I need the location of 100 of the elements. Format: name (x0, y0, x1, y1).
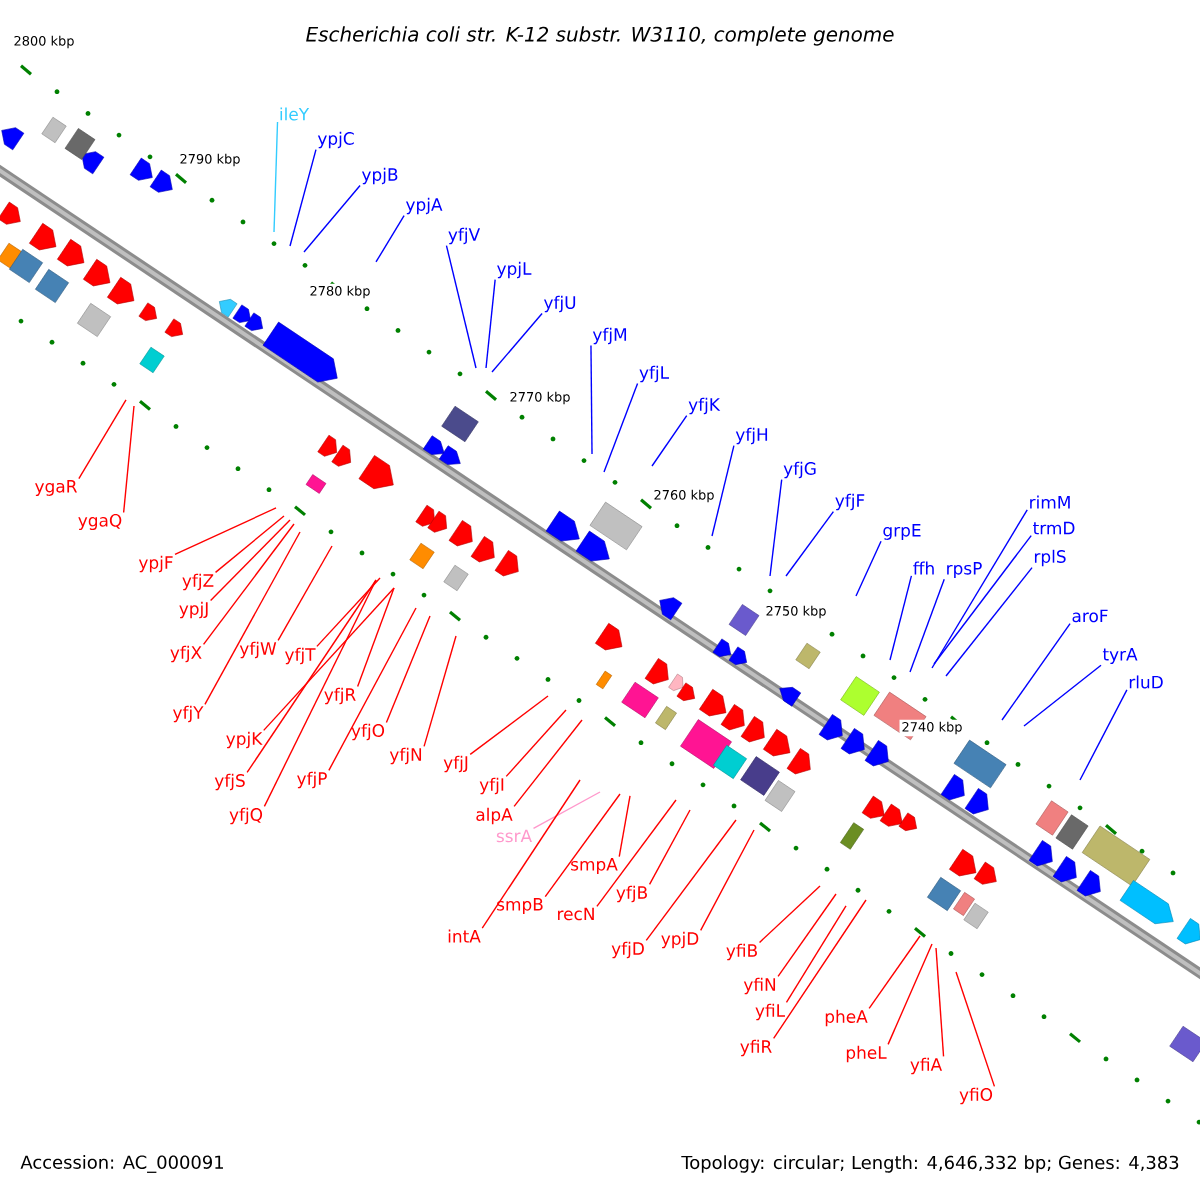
gene-label: ypjJ (179, 601, 208, 619)
leader-line (78, 399, 127, 480)
gene-label: aroF (1072, 609, 1108, 623)
gene-label: yfjH (735, 427, 768, 445)
gene-label: yfjY (173, 705, 204, 723)
gene-label: pheA (825, 1009, 868, 1027)
gene-label: yfjV (448, 227, 480, 245)
gene-label: ypjA (405, 197, 443, 215)
gene-label: ygaR (35, 480, 77, 496)
gene-label: yfiR (740, 1039, 772, 1057)
leader-line (645, 819, 737, 942)
leader-line (356, 587, 395, 688)
leader-line (855, 540, 882, 597)
leader-line (785, 510, 835, 577)
leader-line (955, 971, 996, 1088)
leader-line (933, 534, 1032, 665)
gene-label: yfjM (592, 327, 626, 345)
leader-line (1023, 664, 1102, 727)
leader-line (202, 523, 295, 646)
leader-line (122, 405, 135, 514)
gene-label: trmD (1033, 521, 1075, 535)
gene-label: yfjR (324, 687, 356, 705)
leader-line (711, 444, 735, 537)
leader-line (316, 577, 381, 648)
leader-line (491, 312, 543, 373)
gene-label: ffh (913, 561, 934, 575)
gene-label: grpE (883, 524, 921, 540)
leader-line (909, 578, 945, 673)
gene-label: yfjB (616, 885, 647, 903)
leader-line (204, 531, 301, 706)
leader-line (868, 935, 921, 1010)
leader-line (889, 575, 913, 661)
gene-label: yfjW (239, 641, 277, 659)
leader-line (214, 515, 285, 574)
gene-label: yfiA (910, 1057, 942, 1075)
gene-label: yfjP (297, 771, 327, 789)
leader-line (328, 607, 417, 772)
gene-label: alpA (476, 807, 513, 825)
gene-label: ypjK (226, 731, 263, 749)
leader-line (931, 509, 1028, 669)
leader-line (785, 905, 847, 1004)
gene-label: ypjD (661, 931, 699, 949)
leader-line (423, 635, 457, 748)
gene-label: yfjZ (182, 573, 214, 591)
gene-label: yfiB (726, 943, 757, 961)
gene-label: pheL (846, 1045, 887, 1063)
leader-line (1001, 622, 1071, 721)
gene-label: ssrA (496, 829, 532, 843)
gene-label: rluD (1129, 675, 1163, 689)
gene-label: intA (448, 929, 481, 943)
leader-line (289, 148, 317, 247)
leader-line (375, 214, 405, 263)
gene-label: ileY (280, 107, 310, 121)
leader-line (758, 885, 821, 944)
gene-label: yfjJ (443, 755, 468, 773)
gene-label: yfjL (639, 365, 669, 383)
gene-label: yfjO (351, 723, 385, 741)
gene-label: yfjD (611, 941, 644, 959)
leader-line (263, 587, 395, 732)
gene-label: yfjN (389, 747, 421, 765)
leader-line (596, 799, 677, 907)
gene-label: tyrA (1102, 648, 1138, 664)
gene-label: yfjF (835, 493, 865, 511)
gene-label: yfjQ (229, 807, 263, 825)
leader-line (469, 695, 549, 756)
leader-line (777, 893, 837, 978)
gene-label: recN (558, 907, 594, 921)
gene-label: ygaQ (78, 513, 122, 531)
gene-label: yfjS (214, 773, 245, 791)
gene-label: smpA (571, 858, 618, 874)
leader-line (513, 719, 583, 808)
leader-line (445, 244, 477, 369)
gene-label: smpB (497, 898, 543, 914)
leader-line (544, 793, 621, 898)
leader-line (935, 947, 945, 1058)
leader-line (481, 779, 581, 929)
gene-label: rpsP (947, 562, 982, 578)
gene-label: yfjG (783, 461, 816, 479)
footer-text: Accession: AC_000091 (18, 1153, 227, 1175)
leader-line (485, 278, 496, 369)
leader-line (385, 615, 431, 724)
gene-label: yfjT (285, 647, 316, 665)
leader-line (618, 795, 631, 858)
gene-label: ypjC (317, 131, 354, 149)
leader-line (263, 579, 377, 808)
footer-text: Topology: circular; Length: 4,646,332 bp; Genes: 4,383 (679, 1153, 1182, 1175)
gene-label: yfjI (479, 777, 504, 795)
leader-line (648, 809, 691, 886)
gene-label: yfjK (688, 397, 721, 415)
leader-line (1079, 689, 1128, 781)
leader-line (273, 121, 279, 233)
leader-line (603, 382, 639, 473)
leader-line (772, 899, 867, 1040)
leader-line (532, 791, 601, 829)
leader-line (303, 184, 361, 253)
leader-line (246, 579, 377, 774)
title: Escherichia coli str. K-12 substr. W3110, complete genome (306, 26, 894, 46)
gene-label: rplS (1034, 549, 1066, 567)
gene-label: ypjL (497, 261, 532, 279)
gene-label: yfiO (959, 1087, 993, 1105)
